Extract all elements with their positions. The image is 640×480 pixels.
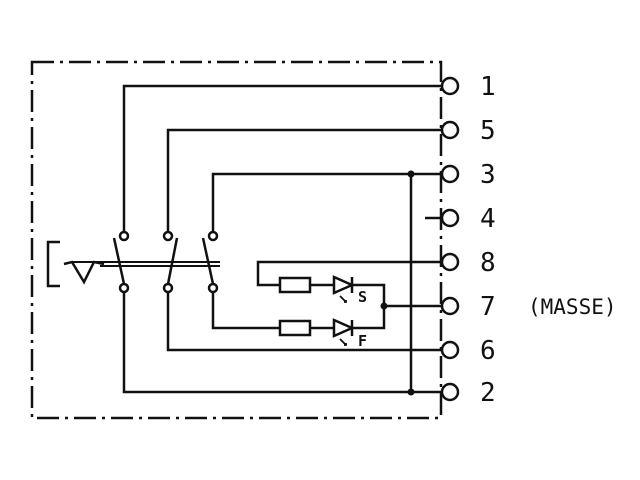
terminal-6-circle [440, 340, 460, 360]
resistor-upper [278, 276, 312, 294]
wire-led-upper-out [352, 283, 386, 330]
terminal-5-circle [440, 120, 460, 140]
masse-label: (MASSE) [528, 295, 617, 319]
wire-terminal-2 [122, 288, 441, 394]
junction-dot [380, 302, 388, 310]
wire-right-switch-bottom [211, 288, 280, 330]
junction-dot [407, 170, 415, 178]
push-actuator [46, 240, 60, 288]
terminal-label-6: 6 [480, 336, 496, 366]
terminal-label-4: 4 [480, 204, 496, 234]
terminal-label-3: 3 [480, 160, 496, 190]
switch-assembly [46, 230, 220, 294]
contact-bottom-middle [162, 282, 174, 294]
wire-terminal-8 [256, 260, 441, 287]
led-upper [332, 275, 356, 303]
wire-terminal-6 [166, 288, 441, 352]
terminal-7-circle [440, 296, 460, 316]
terminal-label-5: 5 [480, 116, 496, 146]
led-lower [332, 318, 356, 346]
contact-top-left [118, 230, 130, 242]
terminal-8-circle [440, 252, 460, 272]
terminal-1-circle [440, 76, 460, 96]
resistor-lower [278, 319, 312, 337]
terminal-4-circle [440, 208, 460, 228]
led-label-lower: F [358, 332, 367, 350]
wiring [122, 84, 441, 394]
terminal-3-circle [440, 164, 460, 184]
junction-dot [407, 388, 415, 396]
terminal-label-7: 7 [480, 292, 496, 322]
wire-terminal-1 [122, 84, 441, 236]
wire-terminal-3 [211, 172, 441, 236]
terminal-2-circle [440, 382, 460, 402]
terminal-label-2: 2 [480, 378, 496, 408]
terminal-circles [440, 76, 460, 402]
actuator-spring [63, 260, 105, 285]
wire-terminal-5 [166, 128, 441, 236]
contact-bottom-left [118, 282, 130, 294]
housing-outline [30, 60, 443, 420]
terminal-label-1: 1 [480, 72, 496, 102]
contact-bottom-right [207, 282, 219, 294]
terminal-label-8: 8 [480, 248, 496, 278]
junctions [380, 170, 415, 396]
led-label-upper: S [358, 288, 367, 306]
contact-top-middle [162, 230, 174, 242]
contact-top-right [207, 230, 219, 242]
